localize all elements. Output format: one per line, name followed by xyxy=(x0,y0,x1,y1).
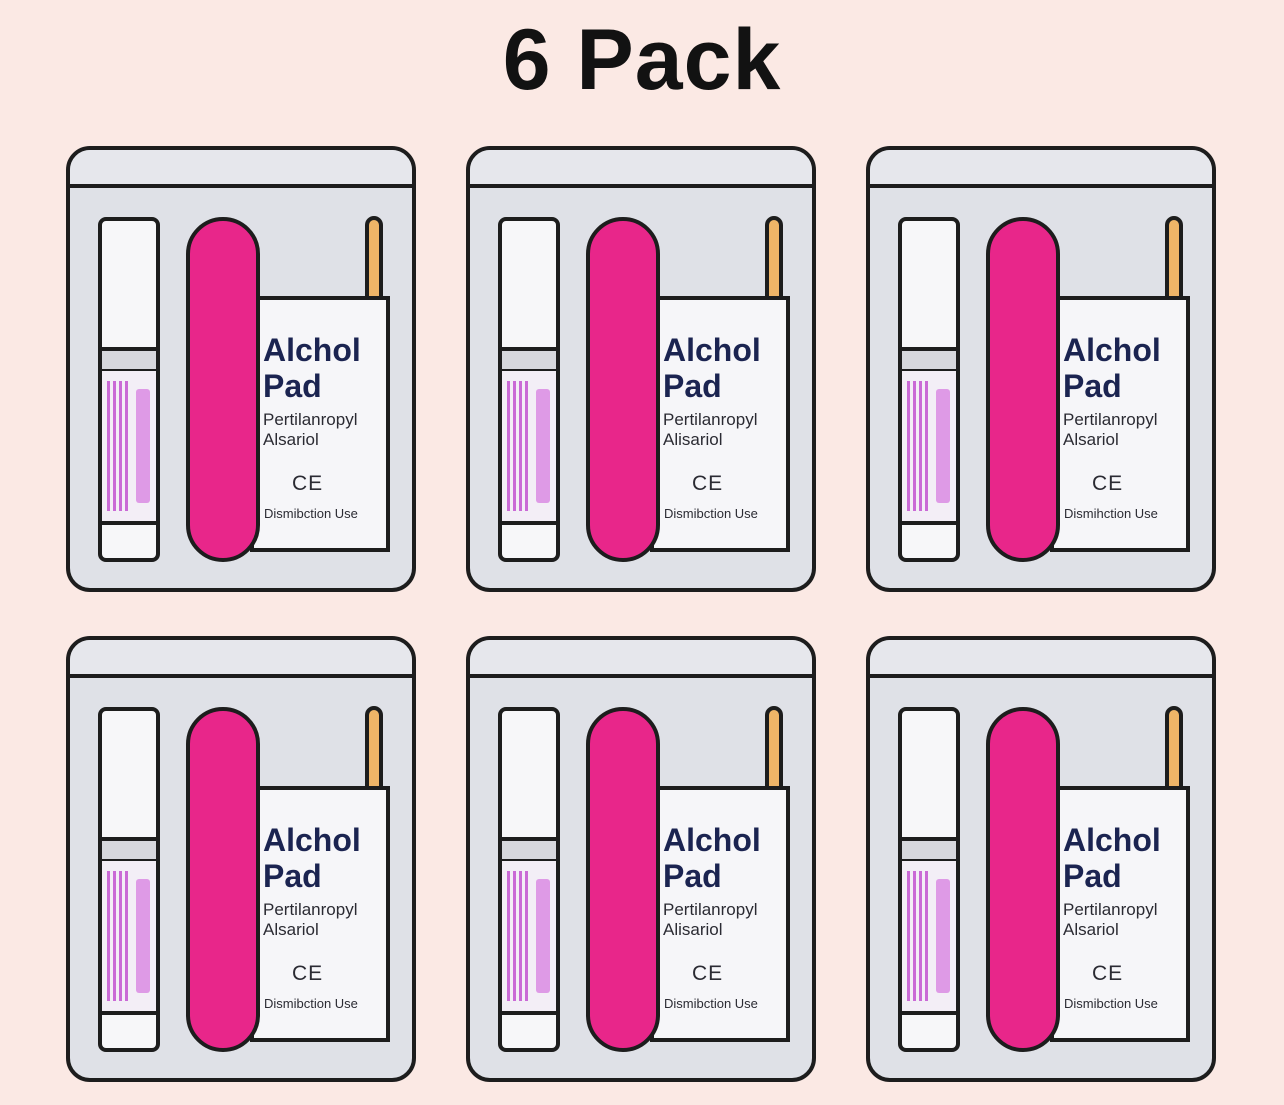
ce-mark: CE xyxy=(292,962,324,985)
pad-use-label: Dismibction Use xyxy=(664,996,758,1011)
pad-use-label: Dismihction Use xyxy=(1064,506,1158,521)
pad-name: Alchol Pad xyxy=(1063,822,1161,894)
ce-mark: CE xyxy=(1092,472,1124,495)
tube-label xyxy=(102,861,156,1015)
alcohol-pad-packet: Alchol Pad Pertilanropyl Alisariol CE Di… xyxy=(650,296,790,552)
pad-ingredient: Pertilanropyl Alisariol xyxy=(663,410,758,449)
nail-file xyxy=(586,707,660,1052)
ce-mark: CE xyxy=(1092,962,1124,985)
pad-name: Alchol Pad xyxy=(663,332,761,404)
tube-label-print xyxy=(907,381,931,511)
tube-label xyxy=(902,371,956,525)
alcohol-pad-packet: Alchol Pad Pertilanropyl Alsariol CE Dis… xyxy=(1050,786,1190,1042)
alcohol-pad-packet: Alchol Pad Pertilanropyl Alsariol CE Dis… xyxy=(250,296,390,552)
tube-cap-band xyxy=(902,347,956,373)
pad-ingredient: Pertilanropyl Alisariol xyxy=(663,900,758,939)
cuticle-oil-tube xyxy=(498,707,560,1052)
page-title: 6 Pack xyxy=(502,12,782,108)
pouch-seal-flap xyxy=(70,640,412,678)
tube-label-strip xyxy=(536,879,550,993)
kit-pouch: Alchol Pad Pertilanropyl Alsariol CE Dis… xyxy=(866,146,1216,592)
pad-use-label: Dismibction Use xyxy=(1064,996,1158,1011)
nail-file xyxy=(186,217,260,562)
cuticle-oil-tube xyxy=(898,217,960,562)
tube-label-print xyxy=(507,381,531,511)
ce-mark: CE xyxy=(292,472,324,495)
pad-name: Alchol Pad xyxy=(263,822,361,894)
kit-pouch: Alchol Pad Pertilanropyl Alisariol CE Di… xyxy=(466,146,816,592)
ce-mark: CE xyxy=(692,962,724,985)
pouch-seal-flap xyxy=(470,150,812,188)
pad-ingredient: Pertilanropyl Alsariol xyxy=(1063,410,1158,449)
cuticle-oil-tube xyxy=(98,707,160,1052)
cuticle-oil-tube xyxy=(898,707,960,1052)
pad-ingredient: Pertilanropyl Alsariol xyxy=(263,410,358,449)
cuticle-oil-tube xyxy=(98,217,160,562)
tube-cap-band xyxy=(102,837,156,863)
tube-label-strip xyxy=(136,389,150,503)
tube-cap-band xyxy=(502,347,556,373)
pouch-seal-flap xyxy=(70,150,412,188)
nail-file xyxy=(986,217,1060,562)
tube-label-print xyxy=(907,871,931,1001)
kit-pouch: Alchol Pad Pertilanropyl Alsariol CE Dis… xyxy=(866,636,1216,1082)
nail-file xyxy=(586,217,660,562)
tube-cap-band xyxy=(902,837,956,863)
tube-label-strip xyxy=(136,879,150,993)
nail-file xyxy=(186,707,260,1052)
kit-pouch: Alchol Pad Pertilanropyl Alsariol CE Dis… xyxy=(66,146,416,592)
pad-use-label: Dismibction Use xyxy=(264,996,358,1011)
pouch-seal-flap xyxy=(470,640,812,678)
tube-label-strip xyxy=(936,389,950,503)
ce-mark: CE xyxy=(692,472,724,495)
pad-name: Alchol Pad xyxy=(663,822,761,894)
alcohol-pad-packet: Alchol Pad Pertilanropyl Alsariol CE Dis… xyxy=(1050,296,1190,552)
pad-name: Alchol Pad xyxy=(1063,332,1161,404)
tube-label-strip xyxy=(936,879,950,993)
pad-ingredient: Pertilanropyl Alsariol xyxy=(263,900,358,939)
alcohol-pad-packet: Alchol Pad Pertilanropyl Alsariol CE Dis… xyxy=(250,786,390,1042)
pad-name: Alchol Pad xyxy=(263,332,361,404)
tube-label-print xyxy=(107,381,131,511)
pad-use-label: Dismibction Use xyxy=(664,506,758,521)
tube-cap-band xyxy=(502,837,556,863)
tube-label xyxy=(902,861,956,1015)
kit-pouch: Alchol Pad Pertilanropyl Alsariol CE Dis… xyxy=(66,636,416,1082)
nail-file xyxy=(986,707,1060,1052)
cuticle-oil-tube xyxy=(498,217,560,562)
pouch-seal-flap xyxy=(870,640,1212,678)
tube-label xyxy=(102,371,156,525)
kit-pouch: Alchol Pad Pertilanropyl Alisariol CE Di… xyxy=(466,636,816,1082)
pad-ingredient: Pertilanropyl Alsariol xyxy=(1063,900,1158,939)
tube-label xyxy=(502,861,556,1015)
tube-label-print xyxy=(507,871,531,1001)
tube-label xyxy=(502,371,556,525)
pad-use-label: Dismibction Use xyxy=(264,506,358,521)
alcohol-pad-packet: Alchol Pad Pertilanropyl Alisariol CE Di… xyxy=(650,786,790,1042)
pouch-seal-flap xyxy=(870,150,1212,188)
tube-label-print xyxy=(107,871,131,1001)
tube-label-strip xyxy=(536,389,550,503)
tube-cap-band xyxy=(102,347,156,373)
